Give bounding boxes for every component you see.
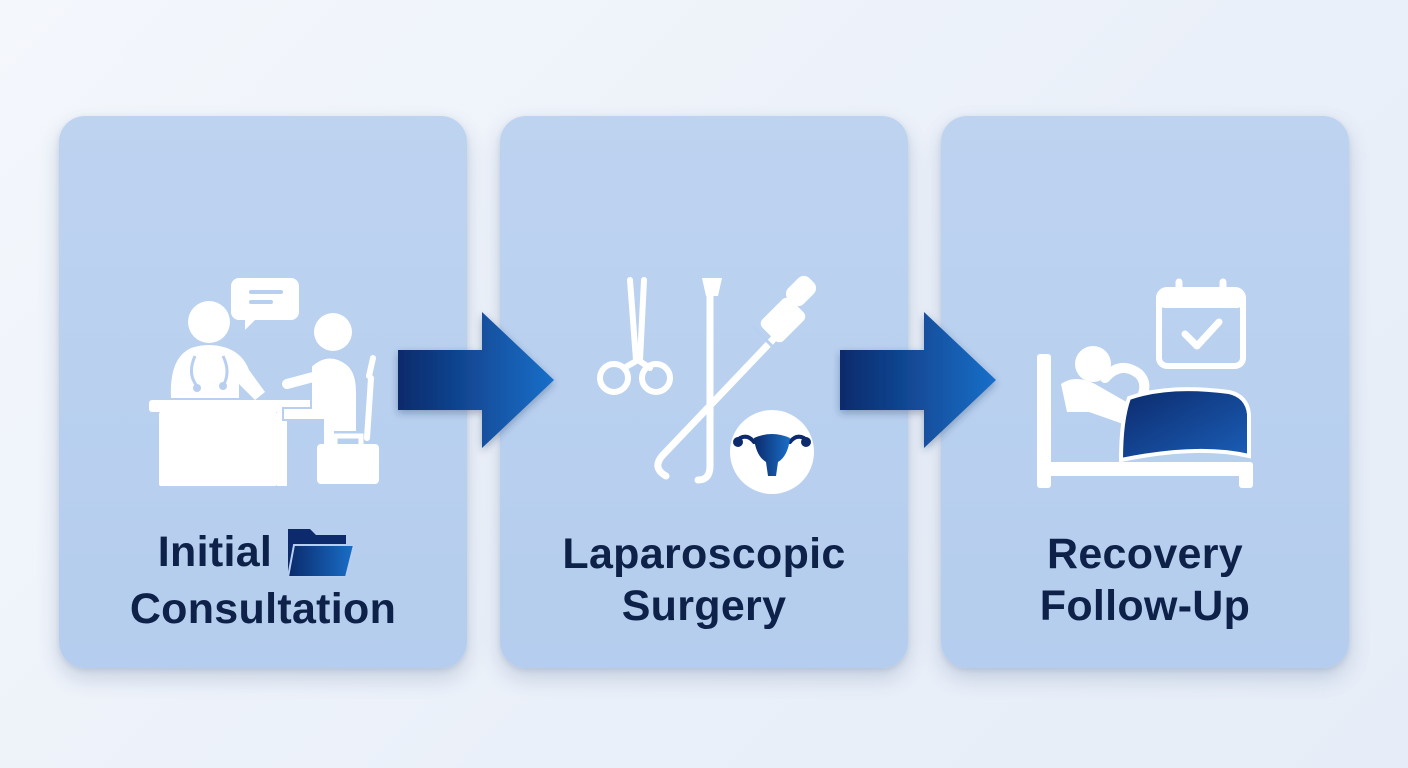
step-title-line1: Laparoscopic [562, 530, 846, 578]
calendar-check-icon [1156, 278, 1246, 369]
step-title-line2: Surgery [621, 582, 787, 630]
step-title-line2: Consultation [129, 584, 397, 633]
step-label-consultation: Initial Consultation [59, 526, 467, 635]
hospital-bed-icon [1037, 278, 1253, 488]
flow-arrow-1 [398, 312, 554, 448]
step-label-recovery: Recovery Follow-Up [941, 528, 1349, 632]
surgical-instruments-icon [597, 275, 817, 494]
flow-arrow-2 [840, 312, 996, 448]
folder-icon [286, 528, 356, 578]
step-title-line1: Initial [157, 528, 273, 576]
step-card-recovery: Recovery Follow-Up [941, 116, 1349, 668]
doctor-consultation-icon [149, 278, 379, 486]
uterus-icon [730, 410, 814, 494]
step-title-line1: Recovery [1046, 530, 1244, 578]
step-label-surgery: Laparoscopic Surgery [500, 528, 908, 632]
step-title-line2: Follow-Up [1039, 582, 1251, 630]
